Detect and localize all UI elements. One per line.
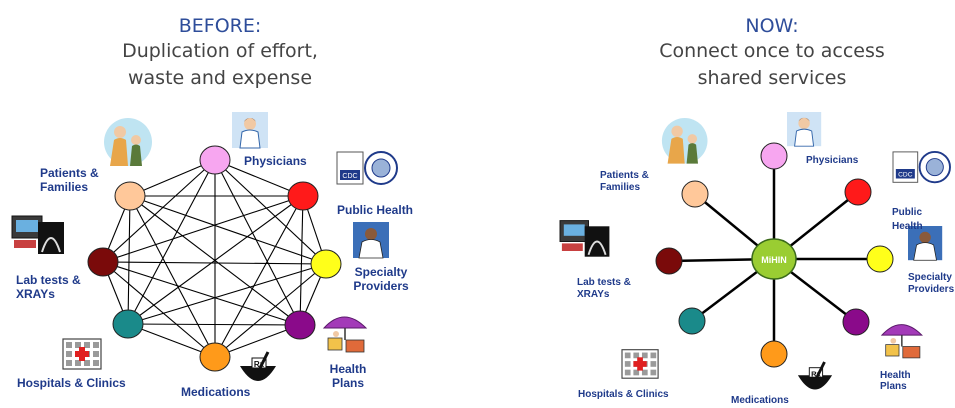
before-label-medications: Medications (181, 385, 251, 399)
before-hospital-building-icon (62, 338, 102, 370)
mihin-hub-label: MiHIN (761, 255, 787, 265)
now-specialist-icon (908, 226, 943, 261)
before-node-lab-tests-xrays (87, 247, 119, 277)
before-umbrella-icon (322, 316, 368, 353)
svg-text:Rx: Rx (811, 369, 821, 378)
before-label-lab-tests-xrays: Lab tests & XRAYs (16, 273, 81, 301)
now-heading: NOW: (745, 15, 799, 37)
now-umbrella-icon (880, 324, 923, 359)
now-xray-lab-icon (559, 220, 610, 257)
before-xray-lab-icon (11, 215, 64, 254)
now-subtitle-line-1: Connect once to access (659, 40, 885, 62)
mesh-edge-medications-lab-tests-xrays (102, 261, 216, 358)
mesh-edge-specialty-providers-lab-tests-xrays (102, 261, 327, 265)
before-label-health-plans: Health Plans (329, 362, 367, 390)
now-label-health-plans: Health Plans (880, 370, 911, 392)
before-node-health-plans (284, 310, 316, 340)
mesh-edge-physicians-patients-families (129, 159, 216, 197)
svg-text:CDC: CDC (342, 173, 357, 180)
mesh-edge-specialty-providers-hospitals-clinics (127, 263, 327, 325)
mesh-edge-public-health-lab-tests-xrays (102, 195, 304, 263)
now-node-specialty-providers (866, 245, 894, 273)
before-subtitle-line-2: waste and expense (127, 67, 313, 89)
mihin-hub: MiHIN (751, 238, 797, 280)
mesh-edge-medications-patients-families (129, 195, 216, 358)
now-node-physicians (760, 142, 788, 170)
before-heading: BEFORE: (178, 15, 262, 37)
mesh-edge-public-health-medications (214, 195, 304, 358)
mesh-edge-physicians-specialty-providers (214, 159, 327, 265)
before-cdc-hhs-logo-icon: CDC (336, 151, 398, 185)
now-node-health-plans (842, 308, 870, 336)
mesh-edge-public-health-hospitals-clinics (127, 195, 304, 325)
mesh-edge-specialty-providers-patients-families (129, 195, 327, 265)
before-specialist-icon (353, 222, 389, 259)
before-label-physicians: Physicians (244, 154, 307, 168)
before-node-physicians (199, 145, 231, 175)
now-label-patients-families: Patients & Families (600, 170, 649, 193)
now-subtitle-line-2: shared services (697, 67, 847, 89)
before-node-patients-families (114, 181, 146, 211)
now-label-medications: Medications (731, 395, 789, 406)
now-doctor-icon (787, 112, 822, 147)
now-patients-family-icon (661, 118, 708, 164)
before-doctor-icon (232, 112, 268, 149)
now-rx-mortar-icon: Rx (797, 361, 833, 390)
before-title-block: BEFORE: Duplication of effort, waste and… (70, 14, 370, 92)
before-label-hospitals-clinics: Hospitals & Clinics (17, 376, 126, 390)
before-node-hospitals-clinics (112, 309, 144, 339)
before-label-public-health: Public Health (337, 203, 414, 217)
now-label-physicians: Physicians (806, 155, 859, 166)
now-node-public-health (844, 178, 872, 206)
before-node-public-health (287, 181, 319, 211)
mihin-hub-node (751, 238, 797, 280)
mesh-edge-public-health-health-plans (299, 195, 304, 326)
now-title-block: NOW: Connect once to access shared servi… (622, 14, 922, 92)
now-hospital-building-icon (621, 349, 659, 379)
now-node-patients-families (681, 180, 709, 208)
mesh-edge-medications-hospitals-clinics (127, 323, 216, 358)
mesh-edge-specialty-providers-medications (214, 263, 327, 358)
mesh-edge-physicians-public-health (214, 159, 304, 197)
now-node-medications (760, 340, 788, 368)
svg-text:Rx: Rx (254, 360, 265, 369)
now-label-public-health: Public Health (892, 207, 923, 232)
before-node-medications (199, 342, 231, 372)
svg-text:CDC: CDC (898, 172, 913, 179)
before-node-specialty-providers (310, 249, 342, 279)
before-label-patients-families: Patients & Families (40, 166, 99, 194)
mesh-edge-health-plans-patients-families (129, 195, 301, 326)
now-label-lab-tests-xrays: Lab tests & XRAYs (577, 277, 631, 300)
before-patients-family-icon (104, 118, 152, 166)
now-label-specialty-providers: Specialty Providers (908, 272, 955, 295)
now-label-hospitals-clinics: Hospitals & Clinics (578, 389, 669, 400)
mesh-edge-physicians-lab-tests-xrays (102, 159, 216, 263)
before-rx-mortar-icon: Rx (240, 351, 276, 381)
mesh-edge-physicians-hospitals-clinics (127, 159, 216, 325)
now-node-lab-tests-xrays (655, 247, 683, 275)
now-cdc-hhs-logo-icon: CDC (892, 150, 951, 184)
now-node-hospitals-clinics (678, 307, 706, 335)
mesh-edge-health-plans-hospitals-clinics (127, 323, 301, 326)
mesh-edge-health-plans-lab-tests-xrays (102, 261, 301, 326)
stakeholder-nodes (87, 142, 894, 372)
mesh-edge-hospitals-clinics-patients-families (127, 195, 131, 325)
before-label-specialty-providers: Specialty Providers (353, 265, 409, 293)
mesh-edge-physicians-health-plans (214, 159, 301, 326)
before-subtitle-line-1: Duplication of effort, (122, 40, 318, 62)
